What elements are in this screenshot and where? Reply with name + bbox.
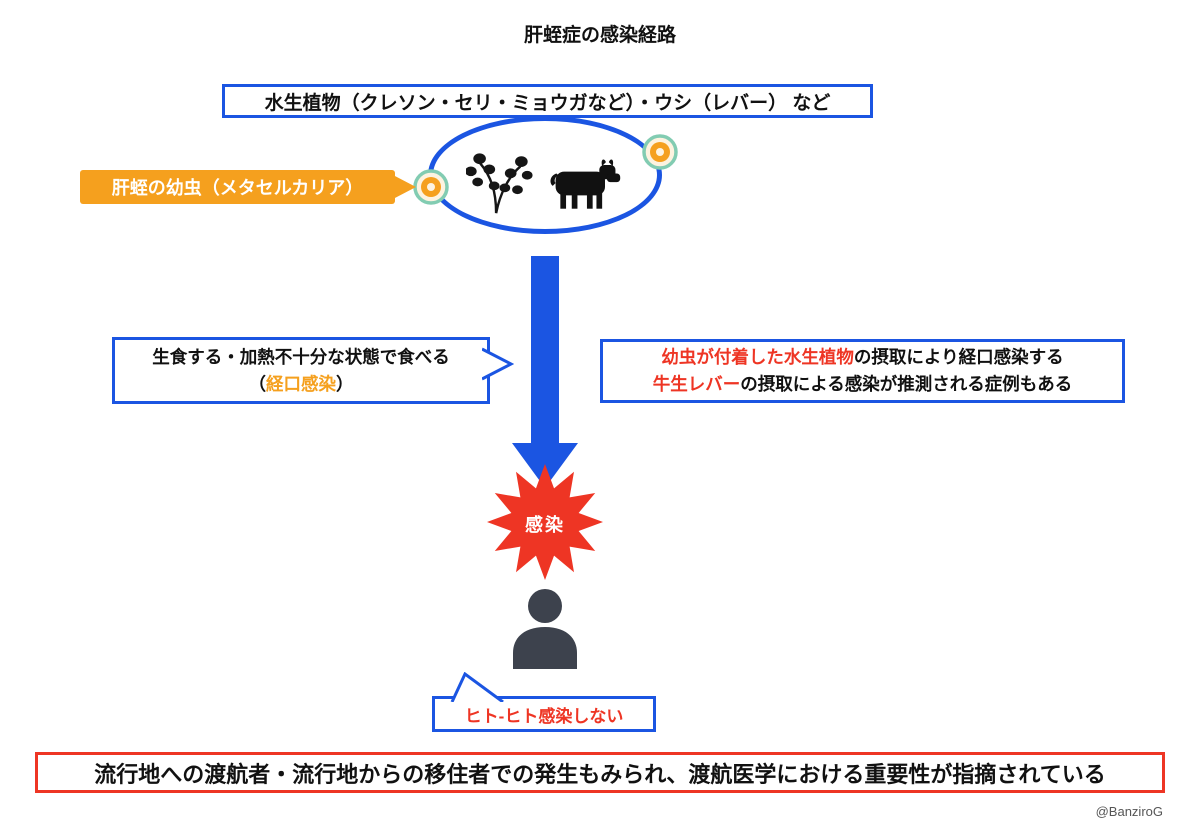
larva-label-text: 肝蛭の幼虫（メタセルカリア） xyxy=(111,178,364,198)
liver-route-highlight: 牛生レバー xyxy=(652,374,741,394)
page-title: 肝蛭症の感染経路 xyxy=(523,25,676,46)
larva-label-pointer xyxy=(393,175,416,199)
source-box-text: 水生植物（クレソン・セリ・ミョウガなど）・ウシ（レバー） など xyxy=(264,92,831,114)
credit-handle: @BanziroG xyxy=(1095,804,1163,819)
bottom-note-box: 流行地への渡航者・流行地からの移住者での発生もみられ、渡航医学における重要性が指… xyxy=(35,752,1165,793)
eating-route-box-pointer xyxy=(482,347,514,381)
speech-bubble-pointer xyxy=(450,672,504,702)
eating-route-box: 生食する・加熱不十分な状態で食べる （経口感染） xyxy=(112,337,490,404)
speech-bubble-text: ヒト-ヒト感染しない xyxy=(464,706,624,726)
down-arrow-icon xyxy=(512,256,578,488)
liver-route-rest: の摂取による感染が推測される症例もある xyxy=(740,374,1073,394)
route-detail-line2: 牛生レバーの摂取による感染が推測される症例もある xyxy=(653,371,1072,398)
metacercaria-icon xyxy=(413,169,449,205)
cow-icon xyxy=(550,159,621,209)
source-ellipse xyxy=(428,116,662,234)
speech-bubble: ヒト-ヒト感染しない xyxy=(432,696,656,732)
metacercaria-icon xyxy=(642,134,678,170)
eating-route-line2: （経口感染） xyxy=(249,371,354,398)
plant-route-rest: の摂取により経口感染する xyxy=(853,347,1064,367)
route-detail-box: 幼虫が付着した水生植物の摂取により経口感染する 牛生レバーの摂取による感染が推測… xyxy=(600,339,1125,403)
paren-close: ） xyxy=(336,373,354,394)
eating-route-line1-text: 生食する・加熱不十分な状態で食べる xyxy=(152,346,450,367)
bottom-note-text: 流行地への渡航者・流行地からの移住者での発生もみられ、渡航医学における重要性が指… xyxy=(94,761,1106,787)
infection-burst-icon xyxy=(487,464,603,580)
infection-burst-label: 感染 xyxy=(525,515,565,535)
route-detail-line1: 幼虫が付着した水生植物の摂取により経口感染する xyxy=(661,344,1063,371)
eating-route-line1: 生食する・加熱不十分な状態で食べる xyxy=(152,344,450,371)
source-box: 水生植物（クレソン・セリ・ミョウガなど）・ウシ（レバー） など xyxy=(222,84,873,118)
watercress-plant-icon xyxy=(466,153,533,214)
plant-route-highlight: 幼虫が付着した水生植物 xyxy=(661,347,854,367)
oral-infection-highlight: 経口感染 xyxy=(266,373,336,394)
larva-label: 肝蛭の幼虫（メタセルカリア） xyxy=(80,170,395,204)
paren-open: （ xyxy=(248,373,267,394)
person-icon xyxy=(513,589,577,669)
